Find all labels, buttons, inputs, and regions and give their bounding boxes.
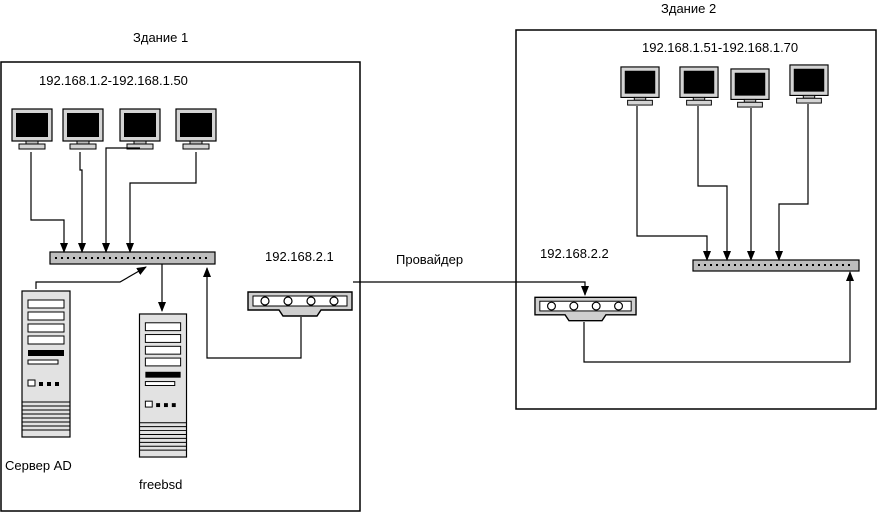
server-freebsd-icon	[138, 313, 188, 458]
building2-title: Здание 2	[661, 1, 717, 16]
building1-title: Здание 1	[133, 30, 189, 45]
server-freebsd-label: freebsd	[139, 477, 183, 492]
router-icon	[247, 291, 353, 317]
router2-ip: 192.168.2.2	[540, 246, 609, 261]
switch-building2	[692, 259, 860, 272]
links-building2	[583, 104, 854, 363]
router1-ip: 192.168.2.1	[265, 249, 334, 264]
monitor-icon	[789, 64, 829, 104]
links-building1	[30, 147, 302, 359]
router-icon	[534, 296, 637, 322]
building1-frame	[0, 61, 361, 512]
monitor-icon	[11, 108, 53, 150]
server-ad-icon	[21, 290, 71, 438]
building2-ip-range: 192.168.1.51-192.168.1.70	[642, 40, 799, 55]
monitor-icon	[119, 108, 161, 150]
monitor-icon	[175, 108, 217, 150]
monitor-icon	[620, 66, 660, 106]
provider-link	[353, 281, 589, 296]
monitor-icon	[679, 66, 719, 106]
building2-frame	[515, 29, 877, 410]
monitor-icon	[62, 108, 104, 150]
provider-label: Провайдер	[396, 252, 464, 267]
server-ad-label: Сервер AD	[5, 458, 72, 473]
building1-ip-range: 192.168.1.2-192.168.1.50	[39, 73, 188, 88]
monitor-icon	[730, 68, 770, 108]
switch-building1	[49, 251, 216, 265]
